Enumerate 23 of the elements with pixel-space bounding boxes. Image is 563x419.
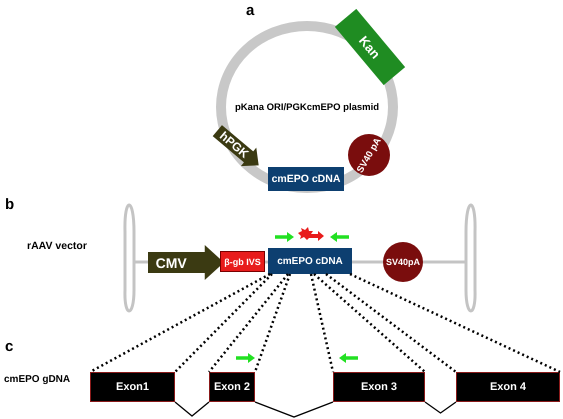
intron-line: [424, 401, 456, 414]
dotted-line: [313, 273, 426, 373]
gene-box: cmEPO cDNA: [268, 248, 352, 274]
dotted-line: [208, 273, 289, 373]
exon-box: Exon 4: [456, 372, 560, 402]
intron-line: [174, 402, 210, 417]
panel-letter: c: [5, 338, 14, 355]
intron-box: β-gb IVS: [220, 251, 265, 272]
panel-letter: b: [5, 196, 14, 213]
row-label: cmEPO gDNA: [4, 374, 70, 385]
polya-circle: SV40pA: [383, 242, 423, 282]
exon-box: Exon 2: [209, 372, 255, 402]
dotted-line: [89, 272, 271, 374]
dotted-line: [325, 273, 457, 373]
exon-box: Exon 3: [333, 372, 425, 402]
exon-box: Exon1: [90, 372, 175, 402]
dotted-line: [349, 272, 561, 374]
dotted-line: [174, 273, 273, 373]
panel-letter: a: [246, 2, 254, 19]
dotted-line: [254, 274, 292, 372]
intron-line: [254, 401, 334, 418]
row-label: rAAV vector: [27, 240, 87, 252]
dotted-line: [310, 274, 334, 372]
